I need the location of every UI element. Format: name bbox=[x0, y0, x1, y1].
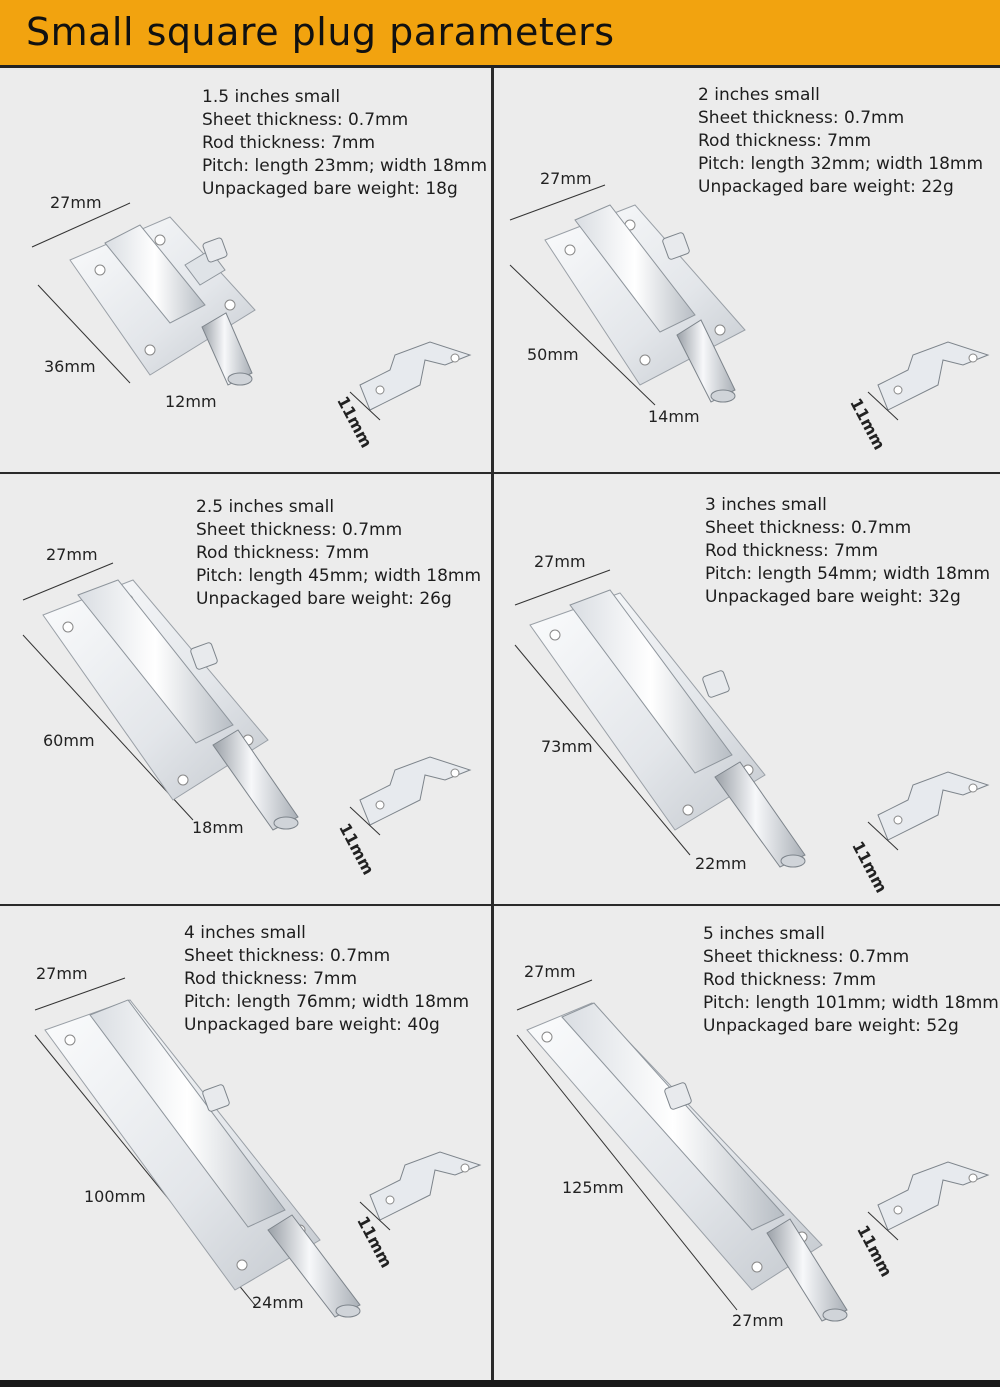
header-banner: Small square plug parameters bbox=[0, 0, 1000, 68]
spec-sheet-thickness: Sheet thickness: 0.7mm bbox=[703, 947, 910, 967]
strike-bracket-image bbox=[349, 756, 472, 836]
spec-size: 2.5 inches small bbox=[196, 497, 335, 517]
spec-size: 3 inches small bbox=[705, 495, 827, 515]
spec-pitch: Pitch: length 54mm; width 18mm bbox=[705, 564, 991, 584]
panel-2-5-inch bbox=[0, 475, 491, 904]
dim-width-label: 27mm bbox=[36, 964, 88, 983]
spec-sheet-thickness: Sheet thickness: 0.7mm bbox=[202, 110, 409, 130]
spec-size: 1.5 inches small bbox=[202, 87, 341, 107]
spec-list: 2 inches small Sheet thickness: 0.7mm Ro… bbox=[698, 84, 983, 199]
spec-weight: Unpackaged bare weight: 52g bbox=[703, 1016, 959, 1036]
panel-4-inch bbox=[0, 907, 491, 1380]
vertical-divider bbox=[491, 68, 494, 1380]
spec-list: 5 inches small Sheet thickness: 0.7mm Ro… bbox=[703, 923, 999, 1038]
spec-weight: Unpackaged bare weight: 40g bbox=[184, 1015, 440, 1035]
dim-length-label: 36mm bbox=[44, 357, 96, 376]
spec-sheet-thickness: Sheet thickness: 0.7mm bbox=[196, 520, 403, 540]
dim-rod-label: 14mm bbox=[648, 407, 700, 426]
row-divider bbox=[0, 472, 1000, 474]
dim-rod-label: 24mm bbox=[252, 1293, 304, 1312]
spec-pitch: Pitch: length 45mm; width 18mm bbox=[196, 566, 482, 586]
dim-rod-label: 12mm bbox=[165, 392, 217, 411]
dim-length-label: 60mm bbox=[43, 731, 95, 750]
spec-weight: Unpackaged bare weight: 18g bbox=[202, 179, 458, 199]
spec-pitch: Pitch: length 23mm; width 18mm bbox=[202, 156, 488, 176]
spec-weight: Unpackaged bare weight: 22g bbox=[698, 177, 954, 197]
spec-rod-thickness: Rod thickness: 7mm bbox=[196, 543, 370, 563]
spec-pitch: Pitch: length 76mm; width 18mm bbox=[184, 992, 470, 1012]
spec-list: 4 inches small Sheet thickness: 0.7mm Ro… bbox=[184, 922, 469, 1037]
spec-size: 2 inches small bbox=[698, 85, 820, 105]
spec-rod-thickness: Rod thickness: 7mm bbox=[703, 970, 877, 990]
spec-list: 1.5 inches small Sheet thickness: 0.7mm … bbox=[202, 86, 487, 201]
barrel-bolt-image bbox=[514, 569, 806, 868]
dim-width-label: 27mm bbox=[524, 962, 576, 981]
spec-sheet-thickness: Sheet thickness: 0.7mm bbox=[698, 108, 905, 128]
barrel-bolt-image bbox=[34, 977, 361, 1318]
dim-rod-label: 18mm bbox=[192, 818, 244, 837]
spec-pitch: Pitch: length 32mm; width 18mm bbox=[698, 154, 984, 174]
dim-length-label: 73mm bbox=[541, 737, 593, 756]
spec-rod-thickness: Rod thickness: 7mm bbox=[705, 541, 879, 561]
strike-bracket-image bbox=[359, 1151, 482, 1231]
spec-list: 2.5 inches small Sheet thickness: 0.7mm … bbox=[196, 496, 481, 611]
dim-width-label: 27mm bbox=[46, 545, 98, 564]
strike-bracket-image bbox=[867, 771, 990, 851]
page-title: Small square plug parameters bbox=[26, 10, 615, 54]
spec-weight: Unpackaged bare weight: 26g bbox=[196, 589, 452, 609]
barrel-bolt-image bbox=[516, 979, 848, 1322]
spec-sheet-thickness: Sheet thickness: 0.7mm bbox=[184, 946, 391, 966]
spec-rod-thickness: Rod thickness: 7mm bbox=[202, 133, 376, 153]
dim-length-label: 100mm bbox=[84, 1187, 146, 1206]
spec-rod-thickness: Rod thickness: 7mm bbox=[698, 131, 872, 151]
spec-size: 5 inches small bbox=[703, 924, 825, 944]
spec-rod-thickness: Rod thickness: 7mm bbox=[184, 969, 358, 989]
spec-weight: Unpackaged bare weight: 32g bbox=[705, 587, 961, 607]
spec-pitch: Pitch: length 101mm; width 18mm bbox=[703, 993, 999, 1013]
spec-list: 3 inches small Sheet thickness: 0.7mm Ro… bbox=[705, 494, 990, 609]
spec-size: 4 inches small bbox=[184, 923, 306, 943]
dim-rod-label: 27mm bbox=[732, 1311, 784, 1330]
barrel-bolt-image bbox=[509, 184, 746, 406]
strike-bracket-image bbox=[867, 1161, 990, 1241]
dim-length-label: 50mm bbox=[527, 345, 579, 364]
dim-rod-label: 22mm bbox=[695, 854, 747, 873]
strike-bracket-image bbox=[349, 341, 472, 421]
dim-width-label: 27mm bbox=[534, 552, 586, 571]
barrel-bolt-image bbox=[31, 202, 256, 386]
dim-width-label: 27mm bbox=[540, 169, 592, 188]
row-divider bbox=[0, 904, 1000, 906]
dim-length-label: 125mm bbox=[562, 1178, 624, 1197]
spec-sheet-thickness: Sheet thickness: 0.7mm bbox=[705, 518, 912, 538]
strike-bracket-image bbox=[867, 341, 990, 421]
barrel-bolt-image bbox=[22, 562, 299, 831]
bottom-border bbox=[0, 1380, 1000, 1387]
dim-width-label: 27mm bbox=[50, 193, 102, 212]
